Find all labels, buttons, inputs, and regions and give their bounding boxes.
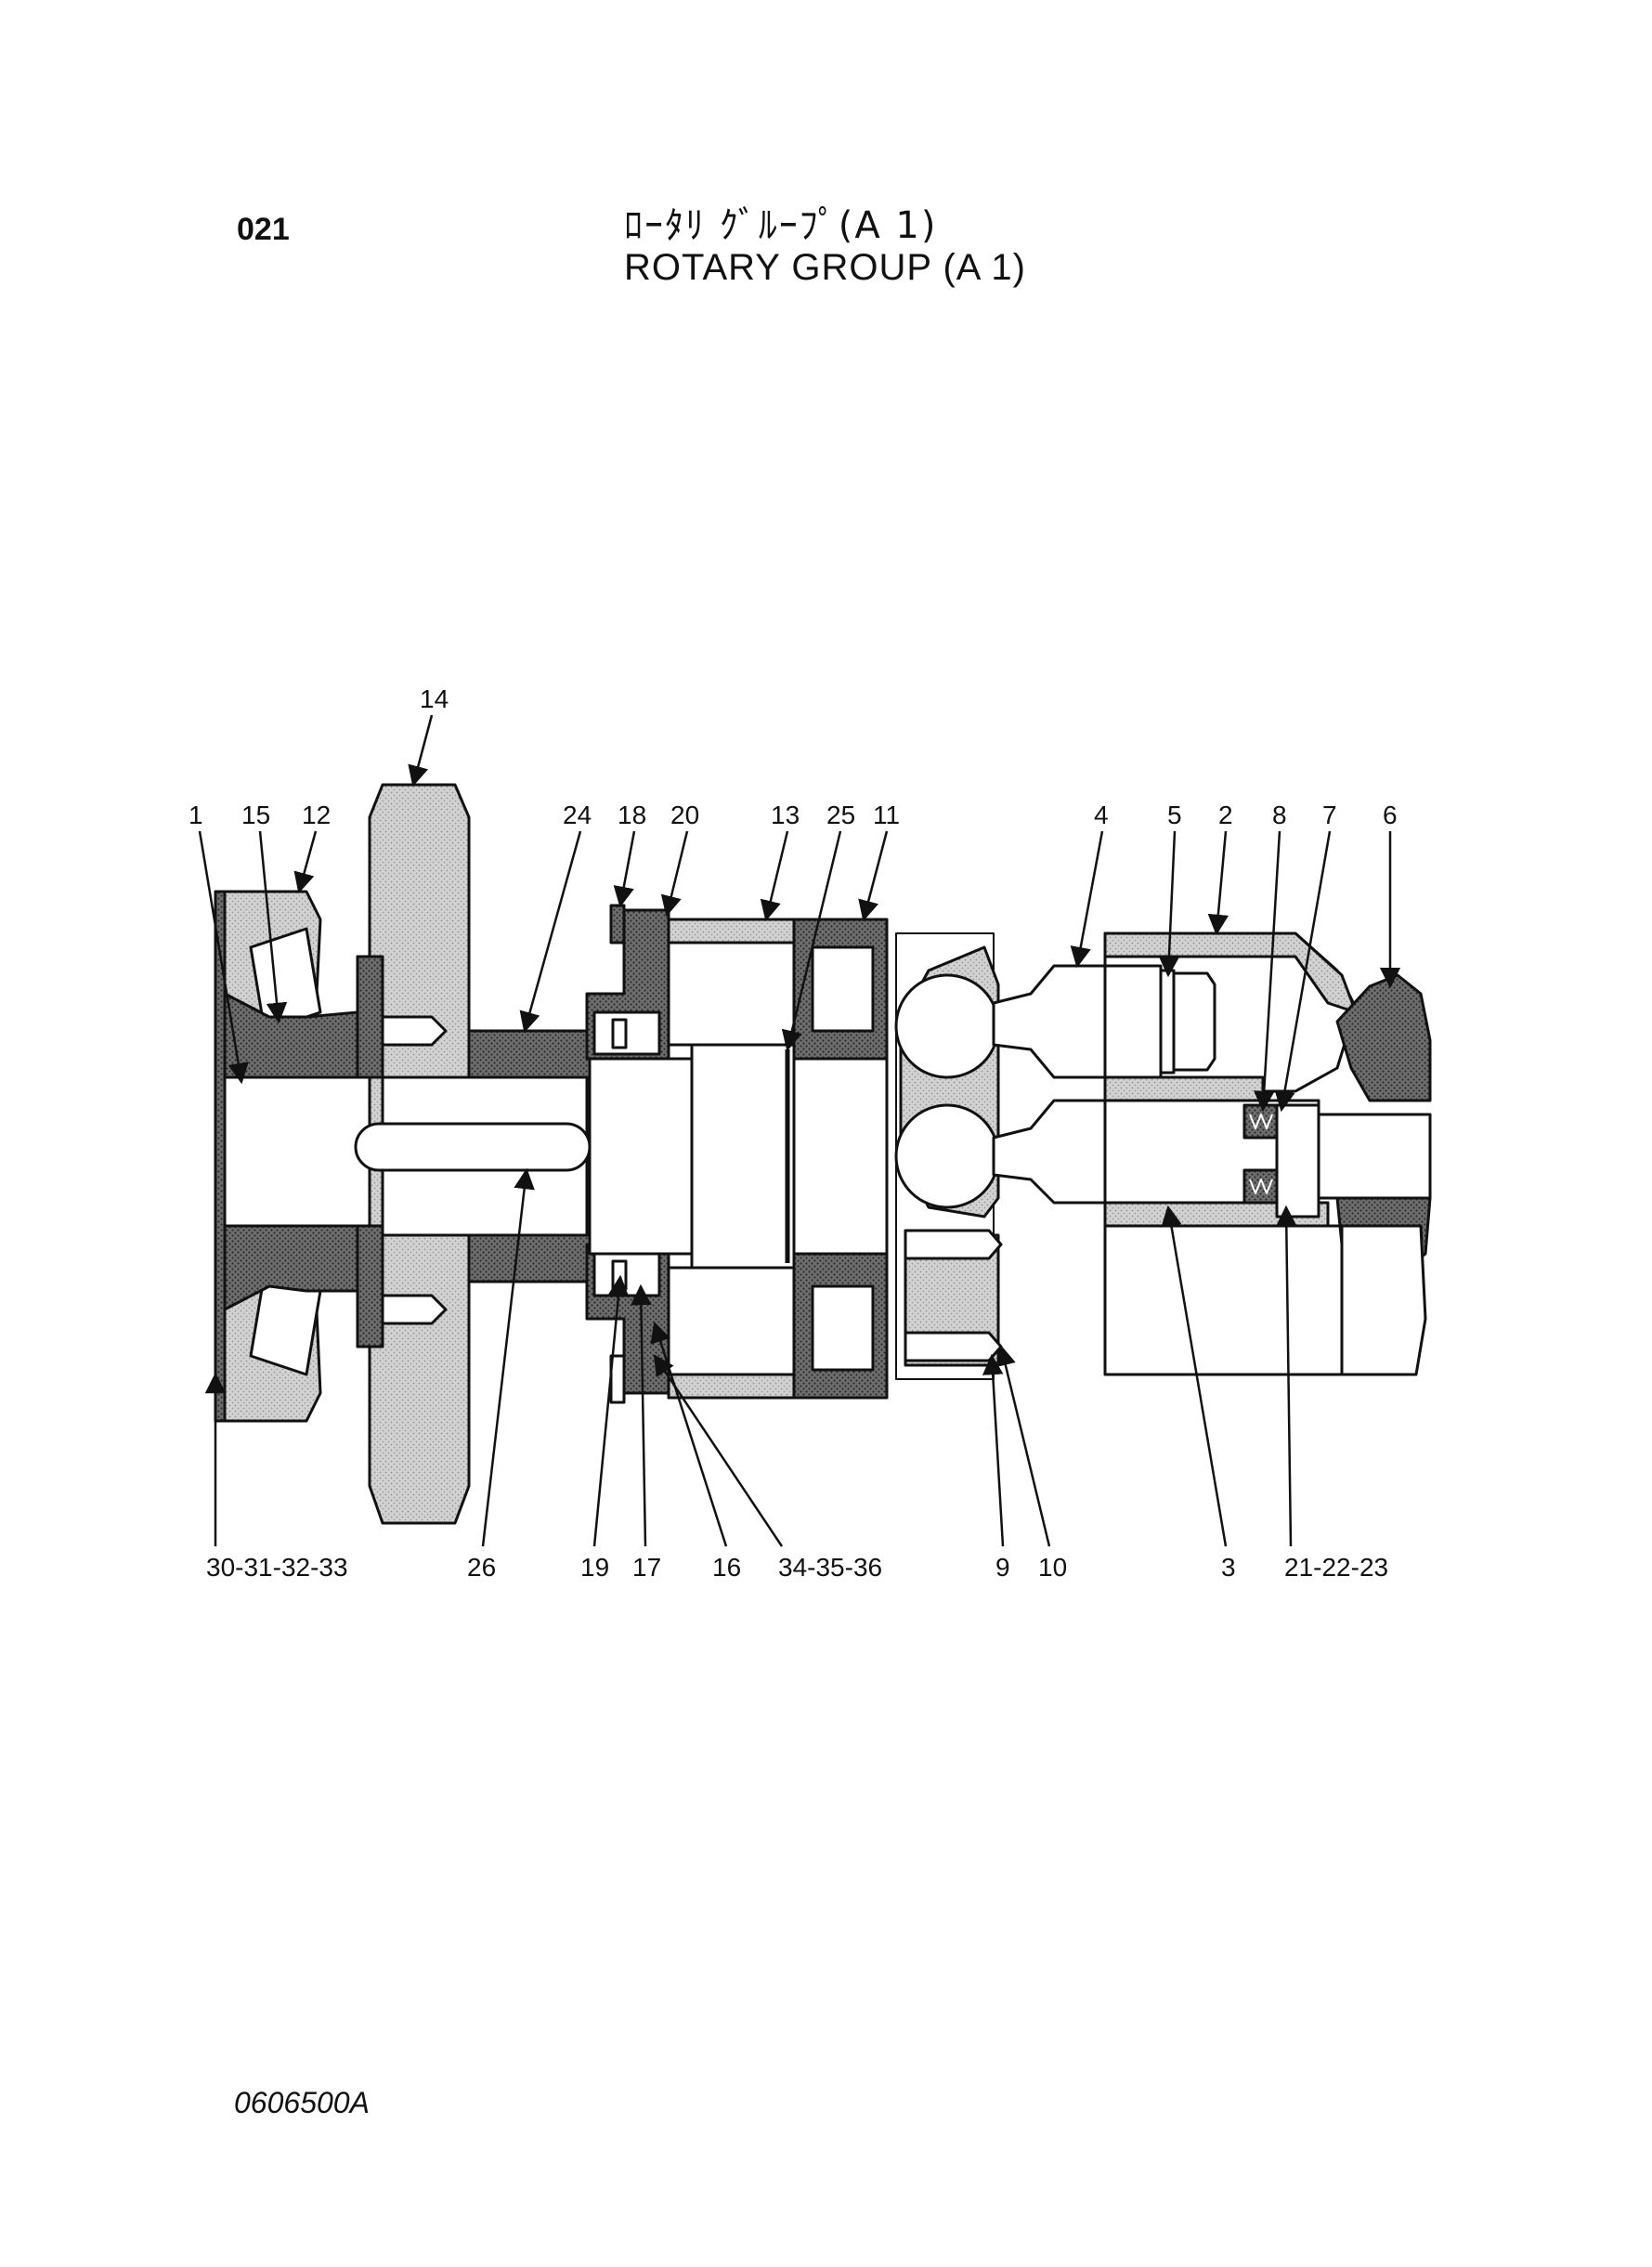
block-center [792,1057,889,1256]
piston-ball-lower [894,1103,1000,1209]
callout-7: 7 [1322,801,1337,829]
gear-hub-upper [356,955,384,1079]
end-cap-center [1317,1113,1432,1200]
part-7-retainer [1275,1103,1320,1218]
spline-collar [588,1057,694,1256]
part-6-end-cap [1335,973,1432,1102]
part-13-block-lower-shade [667,1373,796,1400]
part-17-ring-upper [611,1018,628,1049]
part-13-block-upper-shade [667,918,796,945]
callout-5: 5 [1167,801,1182,829]
part-24-sleeve-lower [467,1233,592,1283]
bore-upper [811,945,875,1033]
callout-17: 17 [632,1553,661,1582]
piston-upper-end [1172,971,1216,1072]
callout-18: 18 [618,801,646,829]
part-8-spring-upper [1242,1103,1279,1140]
part-2-housing-shade [1103,932,1358,1014]
callout-24: 24 [563,801,592,829]
part-10-bolt-lower [904,1331,1003,1362]
part-24-sleeve-upper [467,1029,592,1079]
callout-19: 19 [580,1553,609,1582]
spring-zigzag-lower [1249,1179,1273,1194]
part-18-retainer-upper [609,904,626,945]
part-2-housing-bore-shade [1103,1075,1265,1102]
callout-14: 14 [420,684,449,713]
piston-upper [992,964,1163,1079]
callout-6: 6 [1383,801,1398,829]
part-8-spring-lower [1242,1168,1279,1205]
callout-11: 11 [873,801,900,829]
part-10-bolt-upper [904,1229,1003,1260]
part-5-ring [1159,969,1176,1075]
leader-lines [198,714,1401,1547]
callout-1: 1 [189,801,203,829]
callout-2: 2 [1218,801,1233,829]
spring-zigzag-upper [1249,1114,1273,1129]
callouts-bottom: 30-31-32-33 26 19 17 16 34-35-36 9 10 3 … [206,1553,1388,1582]
callout-13: 13 [771,801,800,829]
callout-12: 12 [302,801,331,829]
callout-20: 20 [670,801,699,829]
callout-34-35-36: 34-35-36 [778,1553,882,1582]
bore-lower [811,1284,875,1372]
page-number: 021 [237,212,290,247]
callouts-top: 14 1 15 12 24 18 20 13 25 11 4 5 2 8 7 6 [189,684,1398,829]
callout-16: 16 [712,1553,741,1582]
drive-body [690,1043,796,1270]
title-japanese: ﾛｰﾀﾘ ｸﾞﾙｰﾌﾟ(A 1) [624,204,938,247]
piston-lower [992,1099,1107,1205]
drawing-number: 0606500A [234,2086,370,2119]
callout-10: 10 [1038,1553,1067,1582]
end-housing [1340,1224,1427,1376]
bolt-upper [381,1015,448,1047]
callout-21-22-23: 21-22-23 [1284,1553,1388,1582]
part-2-housing-lower [1103,1224,1344,1376]
title-english: ROTARY GROUP (A 1) [624,247,1026,288]
callout-15: 15 [241,801,270,829]
bolt-lower [381,1294,448,1325]
assembly-drawing [214,783,1432,1525]
callout-3: 3 [1221,1553,1236,1582]
shaft-keyway [354,1122,592,1172]
gear-hub-lower [356,1224,384,1348]
callout-4: 4 [1094,801,1109,829]
callout-9: 9 [995,1553,1010,1582]
callout-25: 25 [826,801,855,829]
callout-26: 26 [467,1553,496,1582]
callout-8: 8 [1272,801,1287,829]
piston-ball-upper [894,973,1000,1079]
callout-30-31-32-33: 30-31-32-33 [206,1553,348,1582]
